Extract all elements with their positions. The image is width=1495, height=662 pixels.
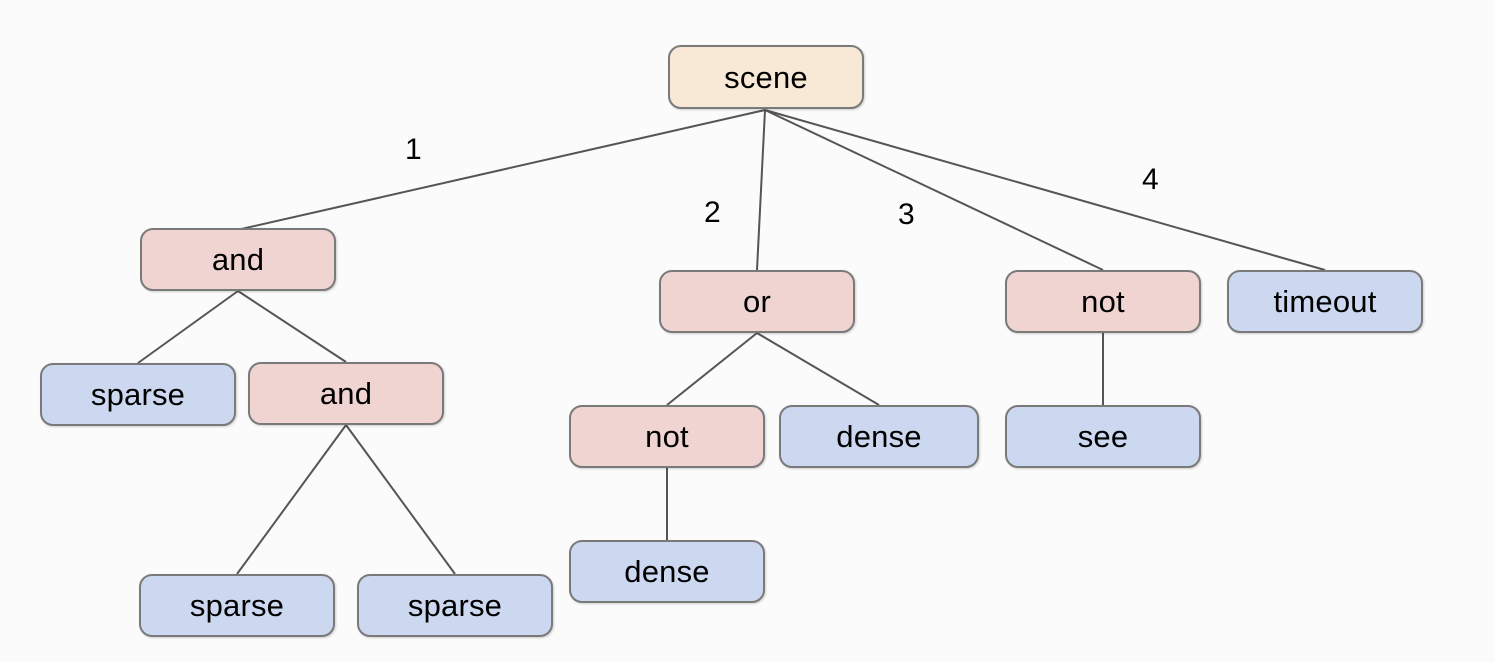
tree-edge bbox=[764, 109, 1104, 271]
tree-node-label: not bbox=[645, 419, 689, 454]
tree-node-label: or bbox=[743, 284, 771, 319]
tree-node-label: dense bbox=[836, 419, 922, 454]
tree-edge bbox=[137, 290, 239, 364]
tree-node-dense2[interactable]: dense bbox=[569, 540, 765, 603]
tree-edge bbox=[756, 109, 766, 271]
tree-node-label: see bbox=[1077, 419, 1129, 454]
tree-node-label: sparse bbox=[189, 588, 285, 623]
tree-node-dense1[interactable]: dense bbox=[779, 405, 979, 468]
tree-edge bbox=[666, 332, 758, 406]
tree-node-not1[interactable]: not bbox=[569, 405, 765, 468]
tree-node-sparse1[interactable]: sparse bbox=[40, 363, 236, 426]
tree-edge bbox=[236, 424, 347, 575]
tree-edge bbox=[237, 290, 347, 363]
edge-label-1: 1 bbox=[405, 133, 422, 166]
edge-label-4: 4 bbox=[1142, 163, 1159, 196]
tree-node-not2[interactable]: not bbox=[1005, 270, 1201, 333]
tree-edge bbox=[236, 109, 766, 231]
tree-node-see1[interactable]: see bbox=[1005, 405, 1201, 468]
edge-label-2: 2 bbox=[704, 196, 721, 229]
tree-node-label: scene bbox=[724, 59, 808, 95]
tree-node-label: timeout bbox=[1273, 284, 1377, 319]
tree-node-and2[interactable]: and bbox=[248, 362, 444, 425]
edge-label-3: 3 bbox=[898, 198, 915, 231]
tree-node-label: sparse bbox=[407, 588, 503, 623]
tree-node-sparse3[interactable]: sparse bbox=[357, 574, 553, 637]
tree-node-label: sparse bbox=[90, 377, 186, 412]
tree-edge bbox=[764, 109, 1326, 271]
tree-node-scene[interactable]: scene bbox=[668, 45, 864, 109]
tree-node-and1[interactable]: and bbox=[140, 228, 336, 291]
tree-node-or1[interactable]: or bbox=[659, 270, 855, 333]
tree-node-label: dense bbox=[624, 554, 710, 589]
tree-edge bbox=[756, 332, 880, 406]
tree-node-timeout1[interactable]: timeout bbox=[1227, 270, 1423, 333]
tree-edge bbox=[345, 424, 456, 575]
tree-node-label: and bbox=[319, 376, 373, 411]
tree-node-sparse2[interactable]: sparse bbox=[139, 574, 335, 637]
tree-node-label: and bbox=[211, 242, 265, 277]
tree-node-label: not bbox=[1081, 284, 1125, 319]
